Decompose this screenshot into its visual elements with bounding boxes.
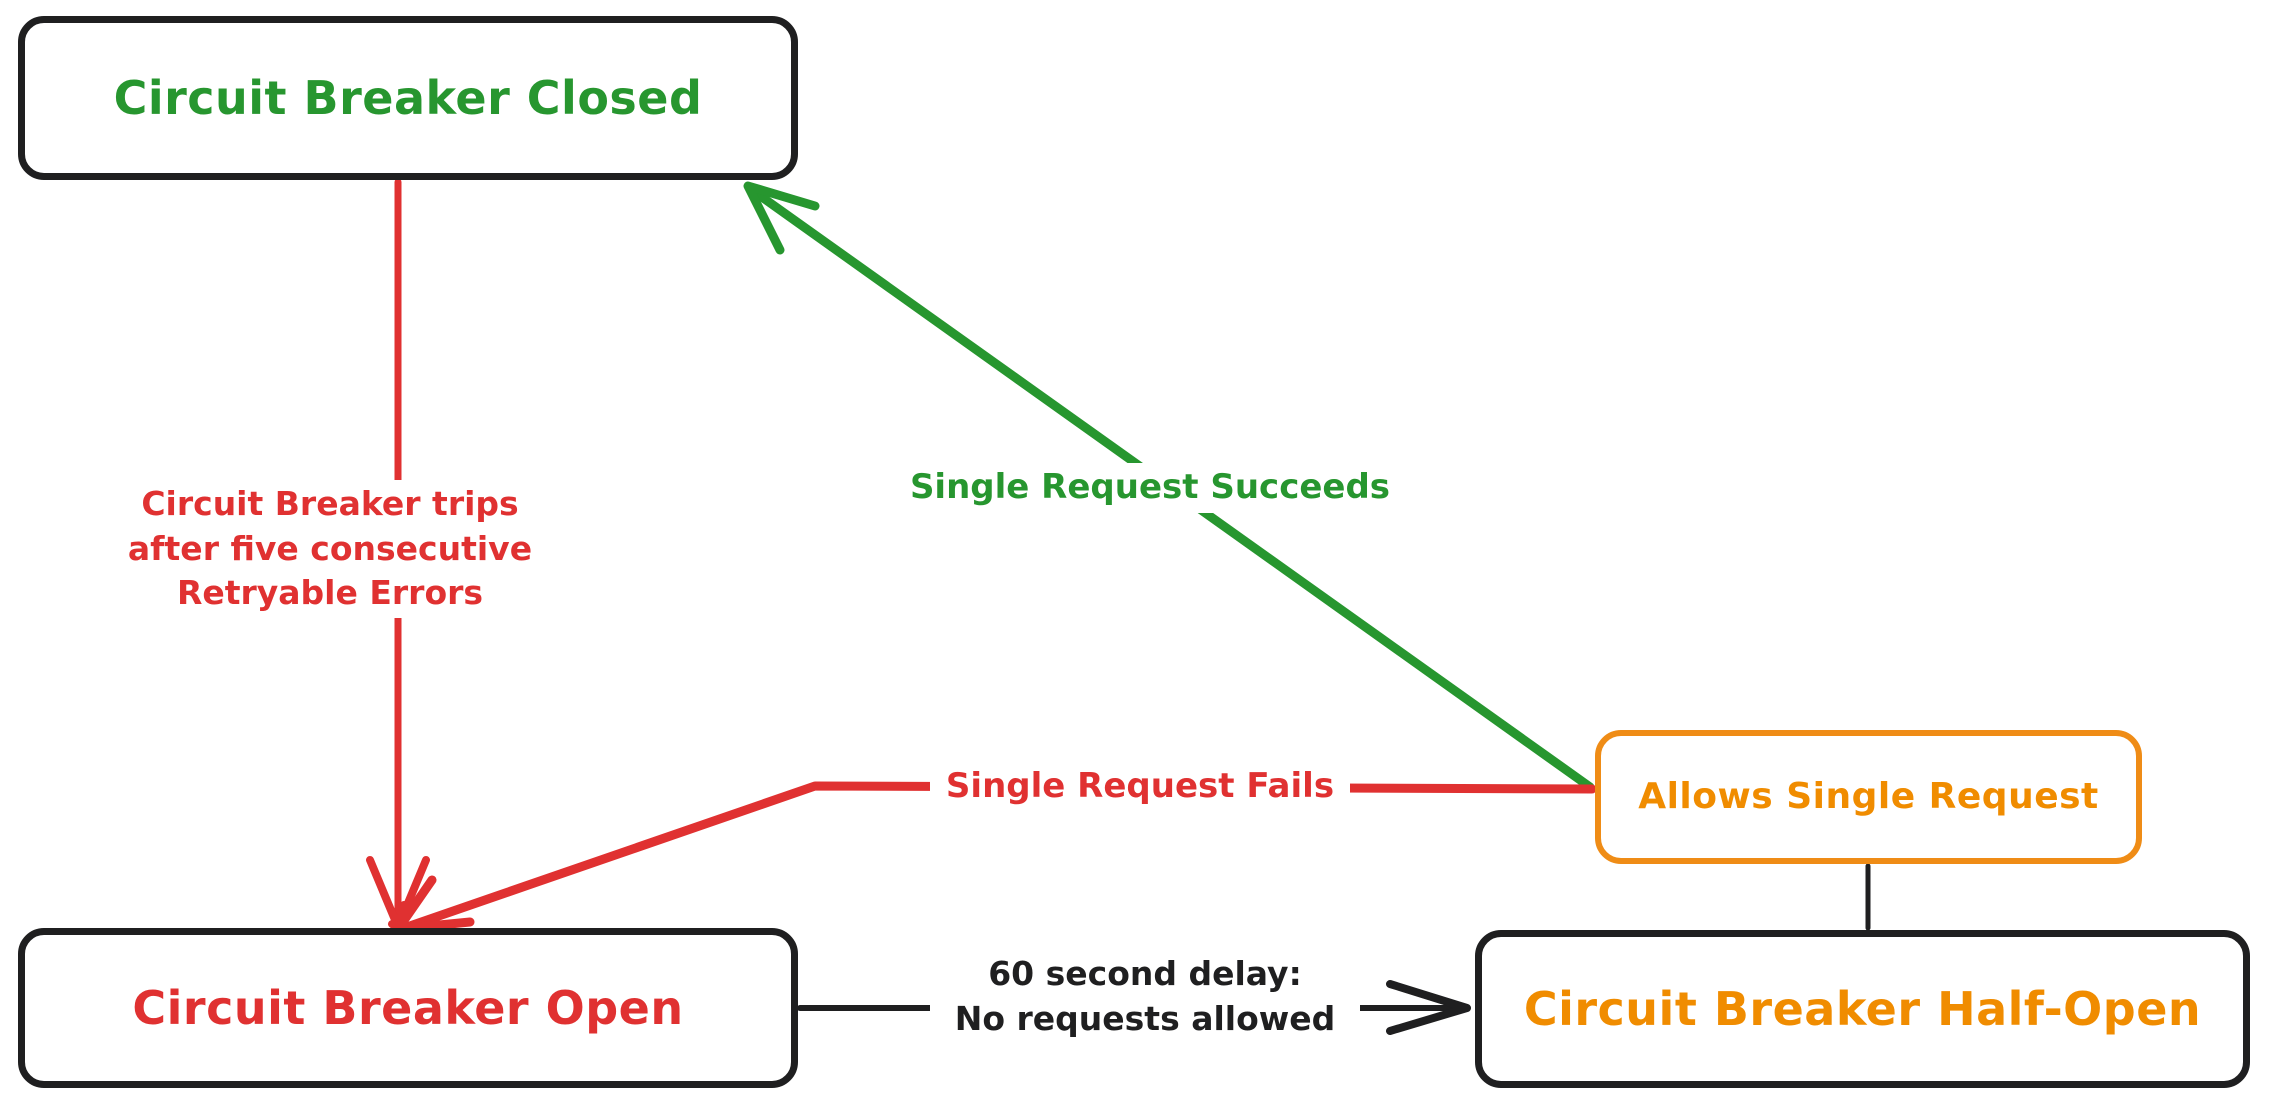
edge-label-single-request-fails: Single Request Fails [930, 762, 1350, 812]
edge-label-single-request-succeeds: Single Request Succeeds [900, 463, 1400, 513]
edge-label-circuit-breaker-trips: Circuit Breaker trips after five consecu… [120, 480, 540, 618]
node-circuit-breaker-half-open[interactable]: Circuit Breaker Half-Open [1475, 930, 2250, 1088]
node-allows-single-request[interactable]: Allows Single Request [1595, 730, 2142, 864]
node-label-closed: Circuit Breaker Closed [113, 70, 703, 125]
node-label-open: Circuit Breaker Open [132, 980, 684, 1035]
node-label-allows: Allows Single Request [1638, 776, 2099, 818]
node-circuit-breaker-open[interactable]: Circuit Breaker Open [18, 928, 798, 1088]
edge-label-60-second-delay: 60 second delay: No requests allowed [930, 950, 1360, 1044]
node-circuit-breaker-closed[interactable]: Circuit Breaker Closed [18, 16, 798, 180]
node-label-half-open: Circuit Breaker Half-Open [1523, 981, 2202, 1036]
